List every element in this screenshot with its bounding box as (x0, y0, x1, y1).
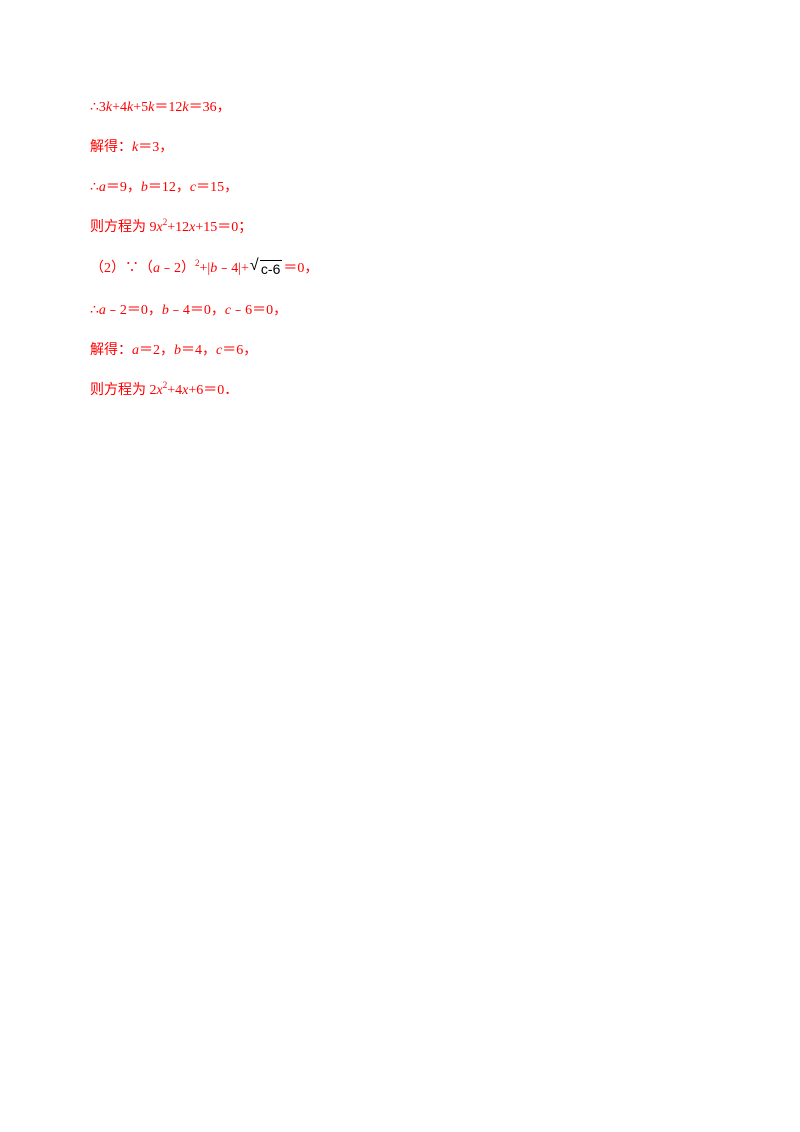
text-segment: ＝2， (139, 343, 174, 358)
radicand: c-6 (259, 260, 283, 277)
text-segment: （2）∵（ (90, 261, 153, 276)
math-variable: c (216, 343, 223, 358)
text-segment: ﹣4＝0， (168, 303, 225, 318)
text-segment: 则方程为 9 (90, 220, 157, 235)
math-variable: x (156, 383, 163, 398)
text-segment: 解得： (90, 343, 132, 358)
solution-line-3: ∴a＝9，b＝12，c＝15， (90, 179, 238, 197)
math-variable: c (189, 180, 197, 195)
exponent: 2 (162, 380, 168, 390)
text-segment: ∴ (90, 180, 99, 195)
solution-line-4: 则方程为 9x2+12x+15＝0； (90, 217, 253, 237)
text-segment: ﹣2＝0， (105, 303, 162, 318)
math-variable: k (182, 100, 189, 115)
text-segment: 则方程为 2 (90, 383, 157, 398)
math-variable: k (127, 100, 134, 115)
math-variable: a (132, 343, 139, 358)
text-segment: ＝15， (196, 180, 239, 195)
text-segment: ＝6， (222, 343, 258, 358)
text-segment: +4 (167, 383, 183, 398)
solution-line-5: （2）∵（a﹣2）2+|b﹣4|+√c-6＝0， (90, 257, 319, 278)
math-variable: x (182, 383, 189, 398)
radical-sign: √ (249, 257, 259, 274)
text-segment: +5 (133, 100, 149, 115)
solution-line-8: 则方程为 2x2+4x+6＝0． (90, 380, 239, 400)
math-variable: a (98, 180, 106, 195)
text-segment: ﹣4|+ (217, 261, 249, 276)
math-variable: k (105, 100, 113, 115)
math-variable: x (189, 220, 196, 235)
solution-line-2: 解得：k＝3， (90, 139, 173, 157)
text-segment: ＝4， (181, 343, 216, 358)
math-variable: k (132, 140, 139, 155)
exponent: 2 (162, 217, 168, 227)
text-segment: ﹣2） (160, 261, 195, 276)
sqrt-formula: √c-6 (249, 257, 283, 277)
math-variable: a (98, 303, 106, 318)
text-segment: +6＝0． (188, 383, 239, 398)
text-segment: ＝9， (105, 180, 141, 195)
text-segment: ＝3， (138, 140, 174, 155)
math-variable: b (140, 180, 148, 195)
text-segment: ∴ (90, 303, 99, 318)
text-segment: ∴3 (90, 100, 106, 115)
text-segment: ＝0， (283, 261, 319, 276)
text-segment: +| (199, 261, 211, 276)
text-segment: +4 (112, 100, 128, 115)
text-segment: 解得： (90, 140, 132, 155)
math-variable: x (156, 220, 163, 235)
text-segment: ＝36， (188, 100, 231, 115)
text-segment: ﹣6＝0， (231, 303, 288, 318)
solution-line-6: ∴a﹣2＝0，b﹣4＝0，c﹣6＝0， (90, 302, 287, 320)
solution-line-1: ∴3k+4k+5k＝12k＝36， (90, 99, 231, 117)
math-variable: a (153, 261, 160, 276)
text-segment: ＝12 (154, 100, 183, 115)
math-variable: k (148, 100, 155, 115)
math-variable: b (161, 303, 169, 318)
solution-line-7: 解得：a＝2，b＝4，c＝6， (90, 342, 257, 360)
math-variable: b (174, 343, 181, 358)
exponent: 2 (195, 258, 200, 268)
text-segment: +12 (167, 220, 190, 235)
math-variable: c (224, 303, 232, 318)
text-segment: ＝12， (147, 180, 190, 195)
text-segment: +15＝0； (195, 220, 253, 235)
math-variable: b (210, 261, 218, 276)
